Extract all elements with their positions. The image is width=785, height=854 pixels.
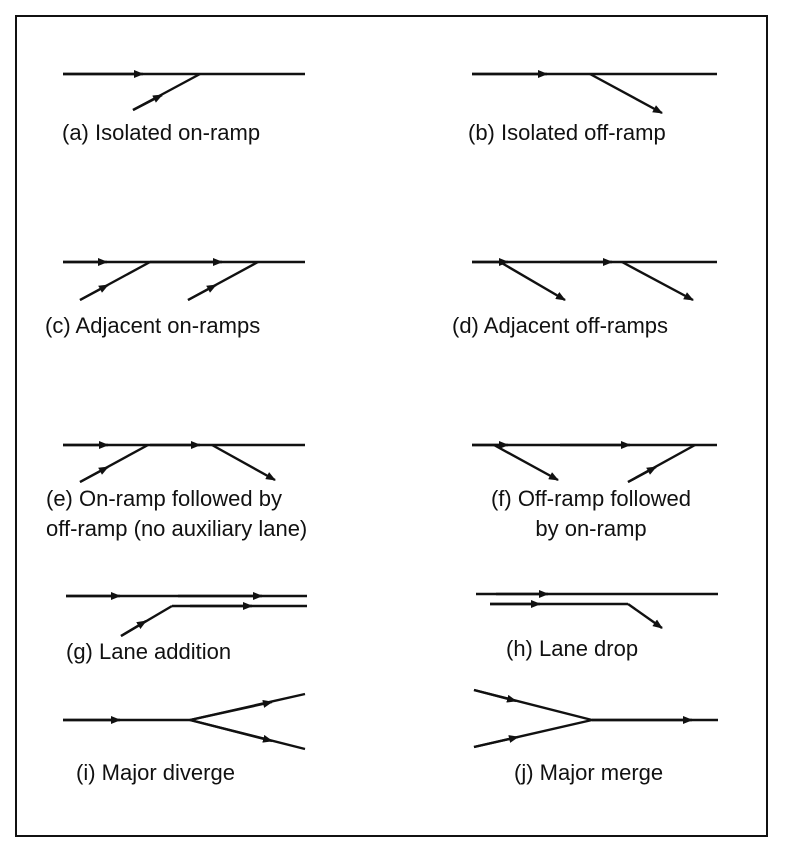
panel-d-adjacent-off-ramps	[472, 258, 717, 302]
caption-b: (b) Isolated off-ramp	[468, 120, 666, 145]
caption-e-line-2: off-ramp (no auxiliary lane)	[46, 516, 308, 541]
caption-c: (c) Adjacent on-ramps	[45, 313, 261, 338]
panel-c-adjacent-on-ramps	[63, 258, 305, 302]
caption-d: (d) Adjacent off-ramps	[452, 313, 669, 338]
caption-a: (a) Isolated on-ramp	[62, 120, 261, 145]
panel-i-major-diverge	[63, 692, 306, 751]
caption-i: (i) Major diverge	[76, 760, 235, 785]
caption-e-line-1: (e) On-ramp followed by	[46, 486, 282, 511]
figure-frame	[15, 15, 768, 837]
caption-j: (j) Major merge	[514, 760, 664, 785]
caption-h: (h) Lane drop	[506, 636, 639, 661]
caption-g: (g) Lane addition	[66, 639, 232, 664]
panel-g-lane-addition	[66, 592, 307, 638]
panel-a-isolated-on-ramp	[63, 70, 305, 112]
panel-b-isolated-off-ramp	[472, 70, 717, 115]
caption-f-line-2: by on-ramp	[535, 516, 647, 541]
panel-e-on-ramp-followed-by-off-ramp	[63, 441, 305, 484]
panel-f-off-ramp-followed-by-on-ramp	[472, 441, 717, 484]
panel-j-major-merge	[473, 688, 718, 749]
caption-f-line-1: (f) Off-ramp followed	[490, 486, 692, 511]
panel-h-lane-drop	[476, 590, 718, 629]
